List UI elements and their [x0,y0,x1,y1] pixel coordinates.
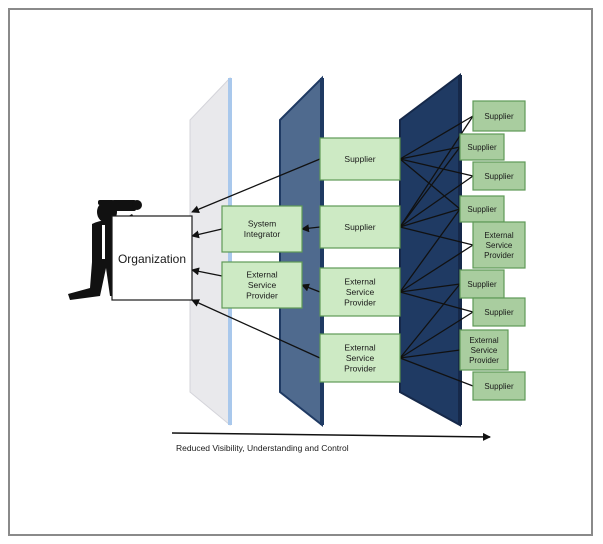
tier3-node-5-label: Service [486,241,513,250]
tier3-node-4-label: Supplier [467,205,497,214]
tier3-node-2-rect [459,133,505,161]
connector-t2-t1 [301,224,321,233]
tier3-node-6: Supplier [459,269,505,299]
tier3-node-2: Supplier [459,133,505,161]
tier3-node-8-label: External [469,336,499,345]
organization-label: Organization [118,252,186,266]
connector-t3-t2 [399,226,474,246]
organization-box [111,215,193,301]
tier2-node-3-label: External [344,276,375,286]
connector-t3-t2 [399,244,474,293]
connector-t3-t2 [399,283,461,293]
connector-t3-t2 [399,283,461,359]
connector-t2-org [191,158,321,214]
visibility-axis-label: Reduced Visibility, Understanding and Co… [176,443,349,453]
tier2-node-3-label: Service [346,287,375,297]
tier1-node-2-label: External [246,269,277,279]
connector-t2-t1 [301,283,321,293]
connector-t3-t2 [399,146,461,228]
tier2-node-1-label: Supplier [344,154,375,164]
tier3-node-1: Supplier [472,100,526,132]
tier1-node-1-rect [221,205,303,253]
tier2-node-2-rect [319,205,401,249]
visibility-axis-arrow [171,432,491,441]
tier3-node-4: Supplier [459,195,505,223]
tier3-node-3-label: Supplier [484,172,514,181]
tier1-node-2-rect [221,261,303,309]
tier3-node-1-rect [472,100,526,132]
tier3-node-6-rect [459,269,505,299]
tier2-node-1: Supplier [319,137,401,181]
tier2-node-4-rect [319,333,401,383]
tier3-node-3-rect [472,161,526,191]
tier2-node-2: Supplier [319,205,401,249]
connector-t3-t2 [399,115,474,160]
tier3-node-8-label: Provider [469,356,499,365]
tier3-node-5-label: External [484,231,514,240]
tier3-node-7: Supplier [472,297,526,327]
connector-t3-t2 [399,175,474,228]
tier2-node-4-label: Service [346,353,375,363]
connector-t3-t2 [399,311,474,359]
tier1-node-2-label: Provider [246,290,278,300]
tier3-node-2-label: Supplier [467,143,497,152]
tier1-node-1-label: System [248,219,276,229]
tier2-node-1-rect [319,137,401,181]
tier2-node-4-label: Provider [344,363,376,373]
tier3-node-7-label: Supplier [484,308,514,317]
tier2-node-3-rect [319,267,401,317]
connector-t3-t2 [399,208,461,293]
tier3-node-9-label: Supplier [484,382,514,391]
connector-t3-t2 [399,208,461,228]
tier3-node-8-rect [459,329,509,371]
tier3-node-3: Supplier [472,161,526,191]
tier3-node-7-rect [472,297,526,327]
connector-t3-t2 [399,158,461,210]
connector-lines [191,115,474,387]
tier2-node-2-label: Supplier [344,222,375,232]
tier3-node-9-rect [472,371,526,401]
connector-t3-t2 [399,357,474,387]
tier1-node-2-label: Service [248,280,277,290]
connector-t1-org [191,267,223,277]
connector-t3-t2 [399,146,461,160]
connector-t2-org [191,299,321,359]
connector-t3-t2 [399,158,474,177]
tier3-node-5-rect [472,221,526,269]
tier3-node-8-label: Service [471,346,498,355]
connector-t3-t2 [399,349,461,359]
connector-t1-org [191,228,223,239]
connector-t3-t2 [399,291,474,313]
tier3-node-9: Supplier [472,371,526,401]
tier3-node-5-label: Provider [484,251,514,260]
tier3-node-1-label: Supplier [484,112,514,121]
tier3-node-6-label: Supplier [467,280,497,289]
tier1-node-1-label: Integrator [244,229,281,239]
tier2-node-3-label: Provider [344,297,376,307]
tier2-node-4-label: External [344,342,375,352]
